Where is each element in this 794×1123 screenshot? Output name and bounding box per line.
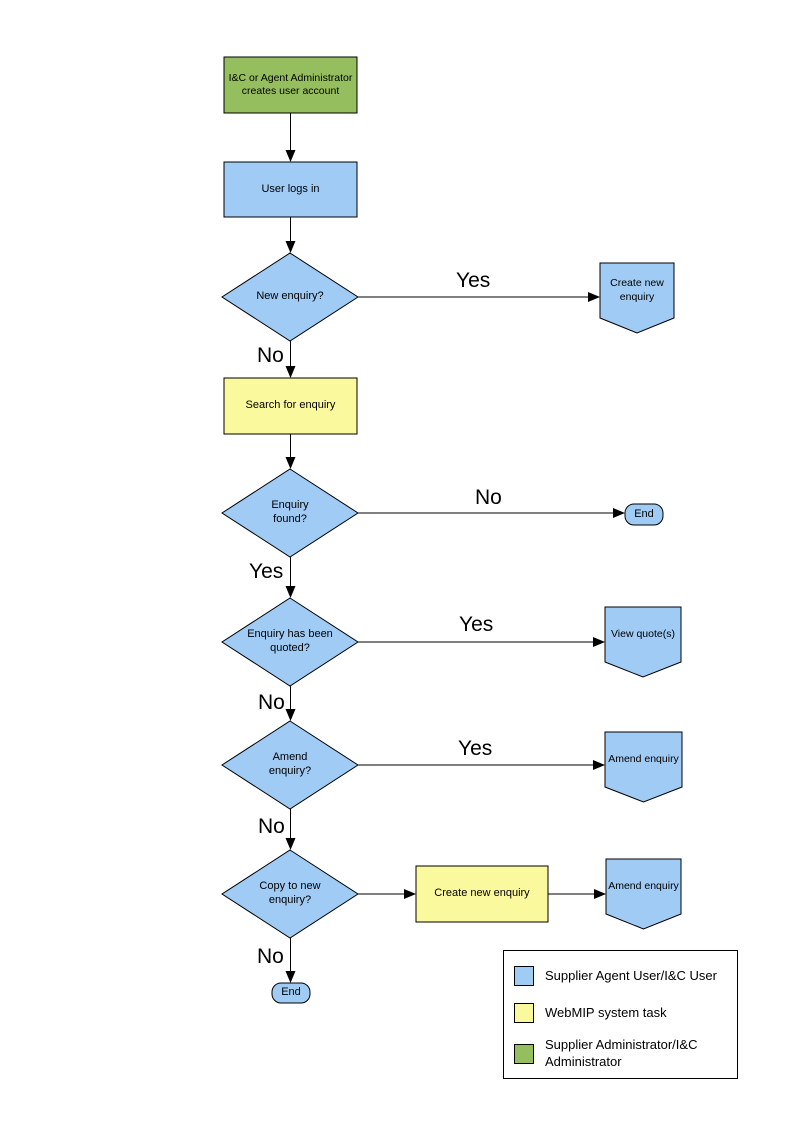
end-terminator-1 [624, 503, 664, 526]
legend-label-system: WebMIP system task [545, 1004, 667, 1020]
amend-enquiry-diamond [221, 720, 359, 810]
legend-label-admin: Supplier Administrator/I&C Administrator [545, 1037, 698, 1069]
amend-enquiry-pentagon-1 [604, 731, 683, 803]
view-quotes-pentagon [604, 606, 682, 678]
legend: Supplier Agent User/I&C User WebMIP syst… [503, 950, 738, 1079]
enquiry-found-diamond [221, 468, 359, 558]
new-enquiry-diamond [221, 252, 359, 342]
legend-swatch-user [514, 966, 534, 986]
copy-to-new-diamond [221, 849, 359, 939]
legend-swatch-admin [514, 1043, 534, 1064]
legend-item-admin: Supplier Administrator/I&C Administrator [514, 1037, 733, 1071]
amend-enquiry-pentagon-2 [605, 858, 682, 930]
legend-swatch-system [514, 1003, 534, 1023]
search-for-enquiry-box [223, 377, 358, 435]
create-new-enquiry-task-box [415, 865, 549, 923]
legend-label-user: Supplier Agent User/I&C User [545, 967, 717, 983]
enquiry-quoted-diamond [221, 597, 359, 687]
admin-creates-account-box [223, 56, 358, 114]
legend-item-system: WebMIP system task [514, 1003, 733, 1023]
user-logs-in-box [223, 161, 358, 218]
create-new-enquiry-pentagon [599, 262, 675, 334]
legend-item-user: Supplier Agent User/I&C User [514, 966, 733, 986]
end-terminator-2 [271, 982, 311, 1004]
